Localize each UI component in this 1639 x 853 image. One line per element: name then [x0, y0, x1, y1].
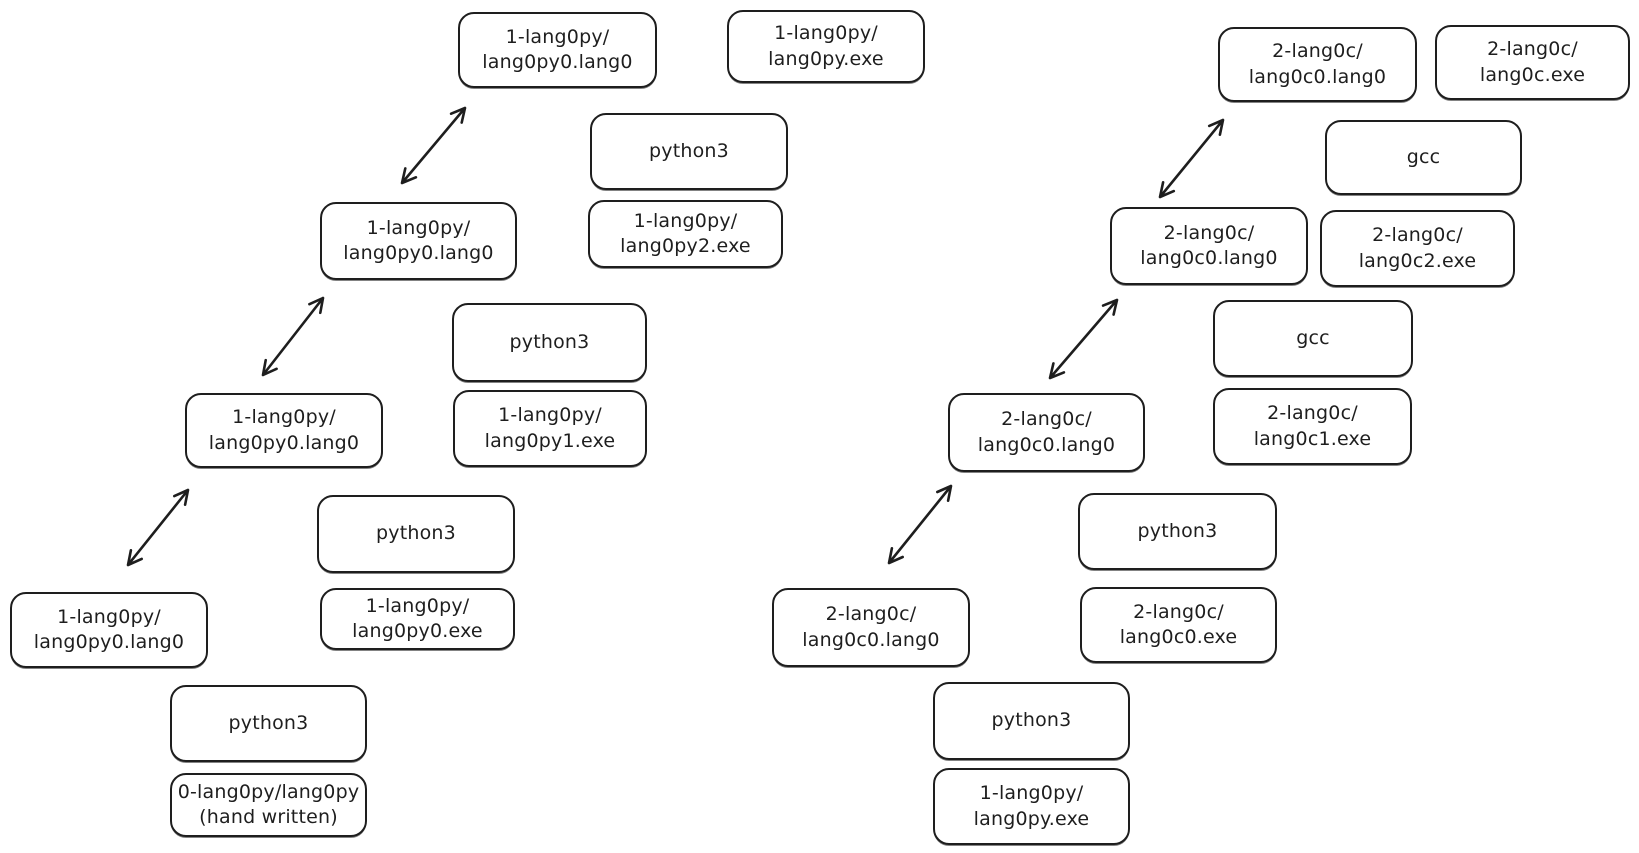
node-label: python3 — [649, 139, 729, 162]
node-label: 1-lang0py/ lang0py0.lang0 — [343, 216, 494, 264]
node-c-gen2-exe[interactable]: 2-lang0c/ lang0c2.exe — [1320, 210, 1515, 287]
node-py-gen0-interpreter[interactable]: python3 — [170, 685, 367, 762]
double-arrow-c-step0-step1[interactable] — [887, 484, 953, 565]
node-label: 1-lang0py/ lang0py2.exe — [620, 209, 751, 257]
node-py-gen0-source[interactable]: 1-lang0py/ lang0py0.lang0 — [10, 592, 208, 668]
node-label: python3 — [376, 522, 456, 545]
node-c-gen2-source[interactable]: 2-lang0c/ lang0c0.lang0 — [1110, 207, 1308, 285]
double-arrow-py-step1-step2[interactable] — [261, 296, 325, 377]
node-py-final-exe[interactable]: 1-lang0py/ lang0py.exe — [727, 10, 925, 83]
node-py-gen3-interpreter[interactable]: python3 — [590, 113, 788, 190]
node-label: 1-lang0py/ lang0py1.exe — [484, 404, 616, 452]
node-label: 1-lang0py/ lang0py0.lang0 — [33, 605, 185, 653]
node-label: 1-lang0py/ lang0py.exe — [768, 22, 884, 70]
node-label: python3 — [991, 709, 1072, 732]
node-c-gen1-source[interactable]: 2-lang0c/ lang0c0.lang0 — [948, 393, 1145, 472]
node-label: gcc — [1406, 145, 1441, 168]
node-label: 2-lang0c/ lang0c2.exe — [1358, 224, 1477, 272]
node-label: 2-lang0c/ lang0c0.lang0 — [1248, 40, 1387, 88]
node-c-gen0-source[interactable]: 2-lang0c/ lang0c0.lang0 — [772, 588, 970, 667]
node-c-gen3-source[interactable]: 2-lang0c/ lang0c0.lang0 — [1218, 27, 1417, 102]
node-c-gen1-exe[interactable]: 2-lang0c/ lang0c1.exe — [1213, 388, 1412, 465]
node-label: python3 — [228, 711, 309, 734]
node-py-gen1-source[interactable]: 1-lang0py/ lang0py0.lang0 — [185, 393, 383, 468]
node-py-gen2-source[interactable]: 1-lang0py/ lang0py0.lang0 — [320, 202, 517, 280]
node-label: 0-lang0py/lang0py (hand written) — [177, 780, 360, 828]
node-c-gen1-interpreter[interactable]: python3 — [1078, 493, 1277, 570]
node-py-gen3-source[interactable]: 1-lang0py/ lang0py0.lang0 — [458, 12, 657, 88]
node-c-gen0-exe[interactable]: 2-lang0c/ lang0c0.exe — [1080, 587, 1277, 663]
node-py-gen2-interpreter[interactable]: python3 — [452, 303, 647, 382]
node-label: 2-lang0c/ lang0c0.exe — [1119, 600, 1238, 648]
node-c-gen3-compiler[interactable]: gcc — [1325, 120, 1522, 195]
node-label: gcc — [1296, 326, 1330, 349]
node-label: 2-lang0c/ lang0c.exe — [1479, 38, 1586, 86]
node-py-handwritten[interactable]: 0-lang0py/lang0py (hand written) — [170, 773, 367, 837]
double-arrow-c-step2-step3[interactable] — [1158, 118, 1225, 199]
node-label: 2-lang0c/ lang0c1.exe — [1253, 402, 1372, 450]
node-c-bootstrap-exe[interactable]: 1-lang0py/ lang0py.exe — [933, 768, 1130, 845]
node-label: 2-lang0c/ lang0c0.lang0 — [1140, 221, 1278, 269]
node-c-final-exe[interactable]: 2-lang0c/ lang0c.exe — [1435, 25, 1630, 100]
node-label: 2-lang0c/ lang0c0.lang0 — [977, 408, 1116, 456]
node-label: python3 — [1137, 519, 1218, 542]
node-py-gen1-interpreter[interactable]: python3 — [317, 495, 515, 573]
node-label: 1-lang0py/ lang0py0.lang0 — [208, 406, 360, 454]
node-c-gen2-compiler[interactable]: gcc — [1213, 300, 1413, 377]
node-c-gen0-interpreter[interactable]: python3 — [933, 682, 1130, 760]
node-label: python3 — [509, 330, 590, 353]
double-arrow-py-step0-step1[interactable] — [126, 488, 190, 567]
node-label: 1-lang0py/ lang0py0.lang0 — [482, 25, 633, 73]
node-label: 1-lang0py/ lang0py.exe — [973, 782, 1090, 830]
node-py-gen2-exe[interactable]: 1-lang0py/ lang0py2.exe — [588, 200, 783, 268]
double-arrow-c-step1-step2[interactable] — [1048, 298, 1119, 380]
double-arrow-py-step2-step3[interactable] — [400, 106, 467, 185]
node-py-gen0-exe[interactable]: 1-lang0py/ lang0py0.exe — [320, 588, 515, 650]
node-py-gen1-exe[interactable]: 1-lang0py/ lang0py1.exe — [453, 390, 647, 467]
node-label: 2-lang0c/ lang0c0.lang0 — [802, 603, 940, 651]
node-label: 1-lang0py/ lang0py0.exe — [352, 594, 483, 642]
